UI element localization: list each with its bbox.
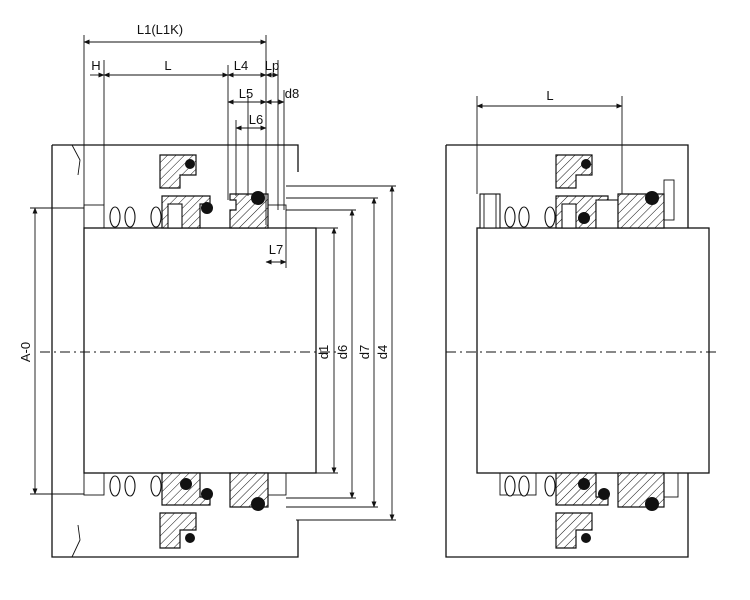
extension-lines — [30, 35, 396, 521]
dim-label-l: L — [164, 58, 171, 73]
o-ring — [598, 488, 610, 500]
o-ring — [581, 533, 591, 543]
housing-outline — [445, 144, 689, 558]
drive-collar — [479, 193, 501, 229]
spring-coil — [544, 475, 556, 497]
o-ring — [251, 497, 265, 511]
spring-coil — [109, 206, 121, 228]
spring-coil — [150, 206, 162, 228]
lower-seal-assembly — [83, 472, 287, 549]
o-ring — [645, 497, 659, 511]
o-ring — [645, 191, 659, 205]
left-view: L1(L1K) H L L4 Lp L5 d8 L6 L7 A-0 d1 d6 … — [18, 22, 396, 558]
dim-label-d1: d1 — [316, 345, 331, 359]
seal-face — [595, 199, 619, 229]
spring-coil — [109, 475, 121, 497]
dim-label-l1: L1(L1K) — [137, 22, 183, 37]
dim-label-lp: Lp — [265, 58, 279, 73]
right-view: L — [445, 88, 720, 558]
o-ring — [201, 488, 213, 500]
dim-label-l-right: L — [546, 88, 553, 103]
shaft — [476, 227, 710, 474]
upper-seal-assembly — [83, 154, 287, 229]
o-ring — [185, 533, 195, 543]
dim-label-l6: L6 — [249, 112, 263, 127]
housing-break-lines — [71, 144, 81, 558]
dimension-lines — [32, 39, 395, 521]
spring-coil — [124, 206, 136, 228]
lower-seal-assembly — [499, 472, 679, 549]
o-ring — [251, 191, 265, 205]
spring-coil — [518, 206, 530, 228]
housing-outline — [51, 144, 299, 558]
dim-label-l4: L4 — [234, 58, 248, 73]
upper-seal-assembly — [479, 154, 675, 229]
spring-coil — [150, 475, 162, 497]
o-ring — [578, 478, 590, 490]
o-ring — [180, 478, 192, 490]
o-ring — [201, 202, 213, 214]
dim-label-d6: d6 — [335, 345, 350, 359]
spring-coil — [544, 206, 556, 228]
spring-coil — [518, 475, 530, 497]
dim-label-d4: d4 — [375, 345, 390, 359]
gland — [159, 512, 197, 549]
dim-label-d8: d8 — [285, 86, 299, 101]
spring-coil — [504, 475, 516, 497]
o-ring — [578, 212, 590, 224]
o-ring — [581, 159, 591, 169]
spring-coil — [504, 206, 516, 228]
dim-label-d7: d7 — [357, 345, 372, 359]
dim-label-a0: A-0 — [18, 342, 33, 362]
dim-label-l5: L5 — [239, 86, 253, 101]
dim-label-l7: L7 — [269, 242, 283, 257]
gland — [555, 512, 593, 549]
o-ring — [185, 159, 195, 169]
spring-coil — [124, 475, 136, 497]
shaft — [83, 227, 317, 474]
dim-label-h: H — [91, 58, 100, 73]
